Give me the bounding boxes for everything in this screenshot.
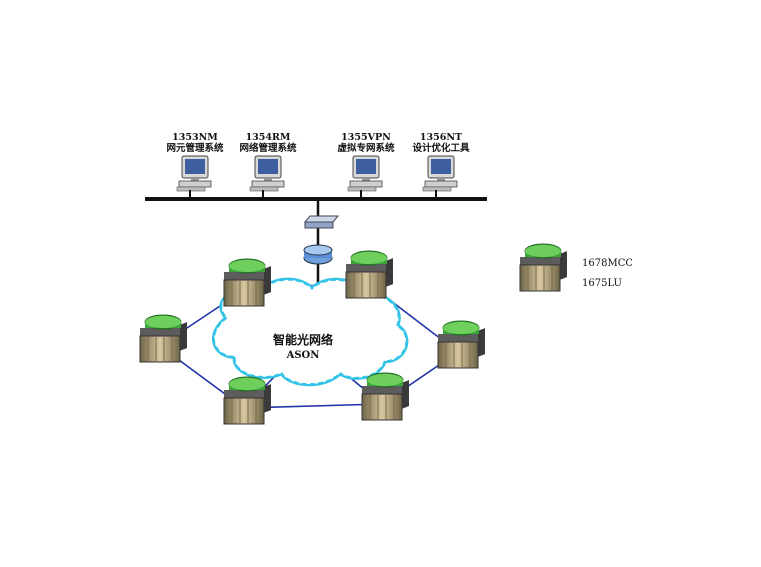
network-element-4-icon — [437, 320, 486, 369]
system-1356nt-code: 1356NT — [420, 132, 462, 143]
cloud-title: 智能光网络 — [272, 332, 333, 347]
workstation-1355vpn-icon — [347, 155, 383, 192]
legend-network-element-icon — [519, 243, 568, 292]
system-1353nm-name: 网元管理系统 — [166, 142, 224, 154]
workstation-1353nm-icon — [176, 155, 212, 192]
network-element-2-icon — [345, 250, 394, 299]
system-1354rm-name: 网络管理系统 — [239, 142, 297, 154]
network-element-5-icon — [223, 376, 272, 425]
system-1353nm-code: 1353NM — [172, 132, 218, 143]
legend-model-bottom: 1675LU — [582, 278, 622, 289]
cloud-subtitle: ASON — [286, 350, 320, 361]
system-1355vpn-code: 1355VPN — [341, 132, 391, 143]
switch-icon — [303, 215, 340, 229]
workstation-1354rm-icon — [249, 155, 285, 192]
workstation-1356nt-icon — [422, 155, 458, 192]
router-icon — [303, 244, 333, 265]
network-element-6-icon — [361, 372, 410, 421]
network-element-1-icon — [223, 258, 272, 307]
system-1356nt-name: 设计优化工具 — [412, 142, 470, 154]
legend-model-top: 1678MCC — [582, 258, 633, 269]
network-element-3-icon — [139, 314, 188, 363]
system-1354rm-code: 1354RM — [246, 132, 291, 143]
system-1355vpn-name: 虚拟专网系统 — [337, 142, 395, 154]
